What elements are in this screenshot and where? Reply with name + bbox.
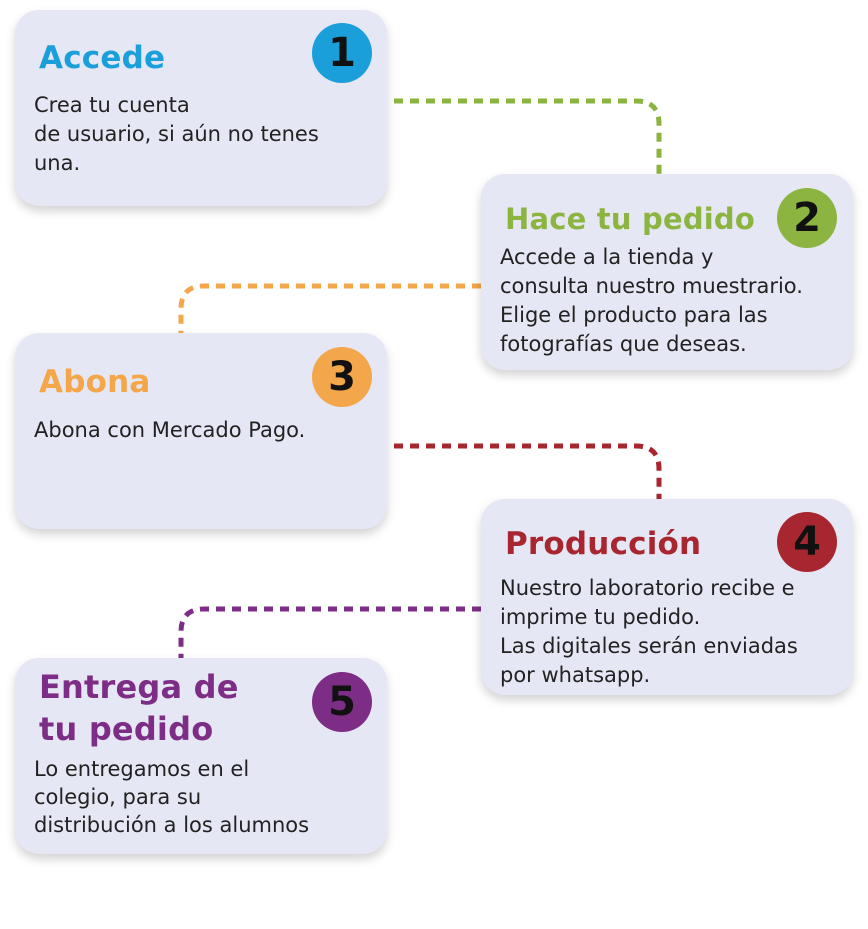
step-card-3: Abona 3 Abona con Mercado Pago. (15, 333, 387, 529)
step-title: Abona (39, 364, 151, 400)
step-number-badge: 3 (312, 347, 372, 407)
step-title: Accede (39, 40, 166, 76)
step-title: Producción (505, 526, 702, 562)
connector-3-4 (394, 443, 662, 499)
step-card-4: Producción 4 Nuestro laboratorio recibe … (481, 499, 853, 695)
step-card-5: Entrega de tu pedido 5 Lo entregamos en … (15, 658, 387, 854)
step-number-badge: 2 (777, 188, 837, 248)
step-card-2: Hace tu pedido 2 Accede a la tienda y co… (481, 174, 853, 370)
step-number-badge: 5 (312, 672, 372, 732)
step-title: Entrega de tu pedido (39, 668, 239, 748)
step-description: Abona con Mercado Pago. (34, 418, 306, 442)
step-description: Crea tu cuenta de usuario, si aún no ten… (34, 93, 319, 175)
step-description: Lo entregamos en el colegio, para su dis… (34, 757, 310, 837)
connector-4-5 (178, 606, 481, 658)
connector-2-3 (178, 283, 481, 333)
step-number-badge: 4 (777, 512, 837, 572)
step-description: Accede a la tienda y consulta nuestro mu… (500, 245, 803, 356)
step-description: Nuestro laboratorio recibe e imprime tu … (500, 576, 798, 687)
step-number-badge: 1 (312, 23, 372, 83)
step-card-1: Accede 1 Crea tu cuenta de usuario, si a… (15, 10, 387, 206)
step-title: Hace tu pedido (505, 202, 756, 236)
connector-1-2 (394, 98, 662, 174)
